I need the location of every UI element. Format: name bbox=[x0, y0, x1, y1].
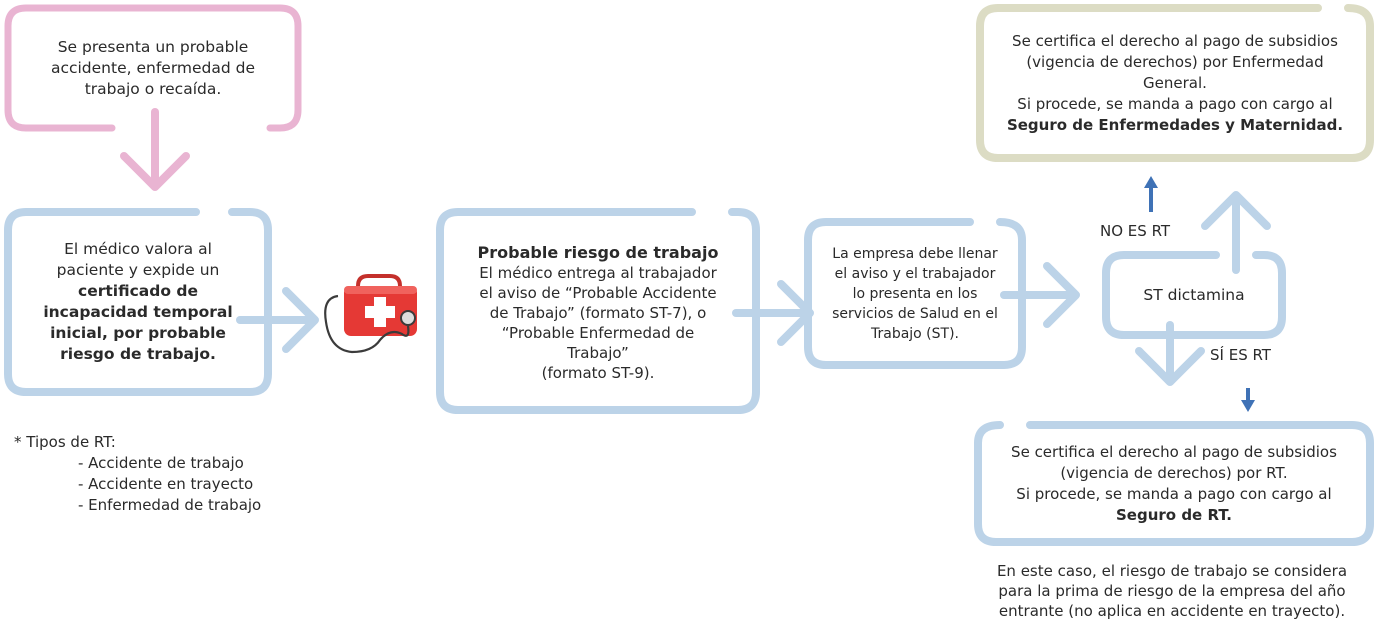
probable-line: “Probable Enfermedad de bbox=[501, 324, 695, 342]
medico-bold-line: certificado de bbox=[78, 282, 198, 300]
dictamina-label: ST dictamina bbox=[1143, 285, 1245, 304]
rt-note-line: En este caso, el riesgo de trabajo se co… bbox=[996, 562, 1348, 580]
probable-line: de Trabajo” (formato ST-7), o bbox=[489, 304, 707, 322]
empresa-line: Trabajo (ST). bbox=[870, 326, 959, 342]
dictamina-box-outline bbox=[1102, 251, 1286, 339]
probable-line: Trabajo” bbox=[567, 344, 629, 362]
start-box: Se presenta un probable accidente, enfer… bbox=[14, 14, 292, 122]
tipos-title: * Tipos de RT: bbox=[14, 433, 116, 451]
medico-bold-line: riesgo de trabajo. bbox=[60, 345, 216, 363]
eg-line: Si procede, se manda a pago con cargo al bbox=[1017, 94, 1333, 113]
medico-box: El médico valora al paciente y expide un… bbox=[16, 218, 260, 386]
up-arrow-icon bbox=[1201, 191, 1271, 274]
medico-text: El médico valora al paciente y expide un… bbox=[43, 239, 232, 365]
empresa-line: La empresa debe llenar bbox=[832, 246, 998, 262]
rt-note-line: entrante (no aplica en accidente en tray… bbox=[998, 602, 1346, 620]
medico-bold-line: incapacidad temporal bbox=[43, 303, 233, 321]
empresa-line: lo presenta en los bbox=[852, 286, 978, 302]
empresa-text: La empresa debe llenar el aviso y el tra… bbox=[832, 244, 998, 344]
rt-box: Se certifica el derecho al pago de subsi… bbox=[984, 431, 1364, 537]
si-es-rt-arrow-icon bbox=[1241, 388, 1255, 412]
start-line: accidente, enfermedad de bbox=[50, 58, 256, 77]
empresa-line: servicios de Salud en el bbox=[832, 306, 998, 322]
tipos-item: - Accidente de trabajo bbox=[78, 454, 244, 472]
probable-line: el aviso de “Probable Accidente bbox=[479, 284, 717, 302]
rt-box-outline bbox=[974, 421, 1374, 546]
probable-box: Probable riesgo de trabajo El médico ent… bbox=[446, 222, 750, 404]
dictamina-box: ST dictamina bbox=[1112, 261, 1276, 329]
start-text: Se presenta un probable accidente, enfer… bbox=[51, 37, 255, 100]
eg-box-outline bbox=[976, 4, 1374, 162]
eg-text: Se certifica el derecho al pago de subsi… bbox=[1007, 31, 1343, 136]
medical-kit-icon bbox=[324, 274, 417, 354]
si-es-rt-label: SÍ ES RT bbox=[1210, 346, 1271, 364]
empresa-box-outline bbox=[804, 218, 1026, 369]
rt-line: Se certifica el derecho al pago de subsi… bbox=[1011, 443, 1337, 461]
start-line: trabajo o recaída. bbox=[84, 79, 222, 98]
eg-bold-line: Seguro de Enfermedades y Maternidad. bbox=[1006, 115, 1344, 134]
empresa-line: el aviso y el trabajador bbox=[834, 266, 996, 282]
eg-line: Se certifica el derecho al pago de subsi… bbox=[1012, 31, 1338, 50]
medico-box-outline bbox=[4, 208, 272, 396]
start-line: Se presenta un probable bbox=[57, 37, 249, 56]
pink-down-arrow-icon bbox=[120, 108, 190, 191]
probable-text: Probable riesgo de trabajo El médico ent… bbox=[478, 243, 719, 383]
tipos-item: - Accidente en trayecto bbox=[78, 475, 254, 493]
start-box-outline bbox=[4, 4, 302, 132]
rt-text: Se certifica el derecho al pago de subsi… bbox=[1011, 442, 1337, 526]
no-es-rt-label: NO ES RT bbox=[1100, 222, 1171, 240]
medico-line: paciente y expide un bbox=[56, 261, 220, 279]
probable-line: El médico entrega al trabajador bbox=[479, 264, 717, 282]
tipos-rt: * Tipos de RT: - Accidente de trabajo - … bbox=[14, 432, 261, 516]
probable-box-outline bbox=[436, 208, 760, 414]
rt-note-line: para la prima de riesgo de la empresa de… bbox=[998, 582, 1346, 600]
right-arrow-icon bbox=[1000, 262, 1080, 328]
down-arrow-icon bbox=[1135, 321, 1205, 386]
medico-bold-line: inicial, por probable bbox=[50, 324, 226, 342]
rt-note: En este caso, el riesgo de trabajo se co… bbox=[972, 561, 1372, 621]
eg-line: General. bbox=[1143, 73, 1207, 92]
rt-line: (vigencia de derechos) por RT. bbox=[1060, 464, 1288, 482]
right-arrow-icon bbox=[236, 287, 319, 353]
rt-bold-line: Seguro de RT. bbox=[1116, 506, 1232, 524]
medico-line: El médico valora al bbox=[64, 240, 212, 258]
probable-line: (formato ST-9). bbox=[541, 364, 655, 382]
no-es-rt-arrow-icon bbox=[1144, 176, 1158, 212]
eg-box: Se certifica el derecho al pago de subsi… bbox=[986, 14, 1364, 152]
eg-line: (vigencia de derechos) por Enfermedad bbox=[1026, 52, 1324, 71]
empresa-box: La empresa debe llenar el aviso y el tra… bbox=[814, 228, 1016, 360]
probable-title: Probable riesgo de trabajo bbox=[477, 243, 719, 262]
tipos-item: - Enfermedad de trabajo bbox=[78, 496, 262, 514]
rt-line: Si procede, se manda a pago con cargo al bbox=[1016, 485, 1332, 503]
